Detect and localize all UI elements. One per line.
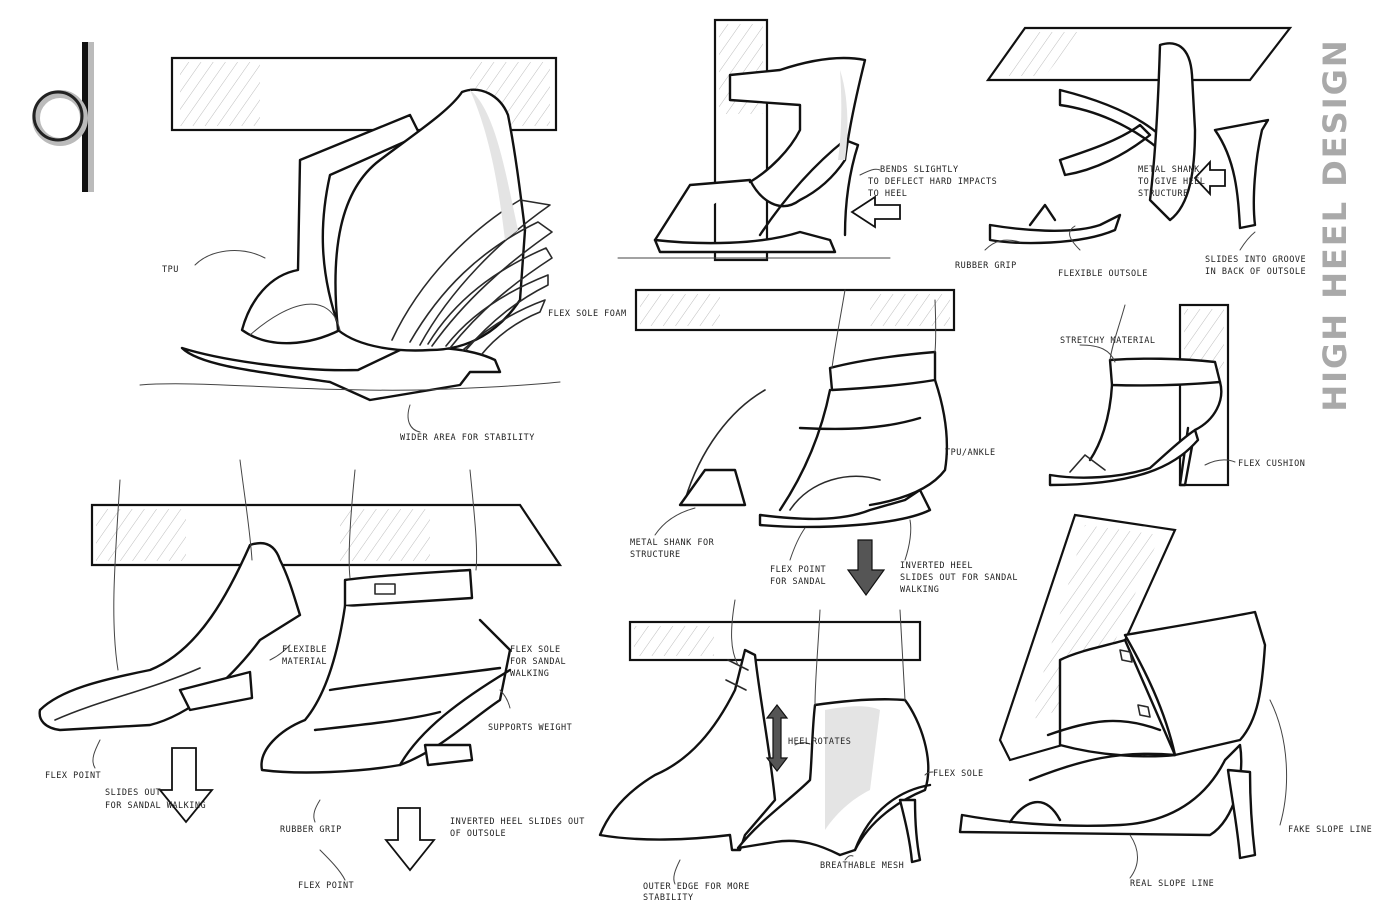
annotation-supports-weight: SUPPORTS WEIGHT [488,723,572,733]
wedge-sketch: TPU FLEX SOLE FOAM WIDER AREA FOR STABIL… [139,56,627,443]
annotation-flexible-material: FLEXIBLE [282,645,327,655]
annotation-rubber-grip-pump: RUBBER GRIP [280,825,342,835]
annotation-flex-cushion: FLEX CUSHION [1238,459,1305,469]
annotation-flex-sole-walking-3: WALKING [510,669,549,679]
annotation-metal-shank-2: TO GIVE HEEL [1138,177,1205,187]
annotation-tpu-ankle: TPU/ANKLE [945,448,996,458]
annotation-flex-point-2: FLEX POINT [298,881,354,891]
annotation-heel-rotates: HEEL [788,737,810,747]
annotation-metal-shank-3: STRUCTURE [1138,189,1189,199]
annotation-slides-out: SLIDES OUT [105,788,161,798]
strappy-sketch: METAL SHANK TO GIVE HEEL STRUCTURE RUBBE… [955,26,1306,279]
center-sandal-sketch: TPU/ANKLE METAL SHANK FOR STRUCTURE FLEX… [630,288,1018,597]
annotation-wider-area: WIDER AREA FOR STABILITY [400,433,535,443]
annotation-bends-3: TO HEEL [868,189,907,199]
annotation-fake-slope-line: FAKE SLOPE LINE [1288,825,1372,835]
big-sandal-sketch: FAKE SLOPE LINE REAL SLOPE LINE [958,513,1372,889]
annotation-rubber-grip: RUBBER GRIP [955,261,1017,271]
annotation-stretchy-material: STRETCHY MATERIAL [1060,336,1156,346]
annotation-breathable-mesh: BREATHABLE MESH [820,861,904,871]
annotation-flex-sole-walking-2: FOR SANDAL [510,657,566,667]
annotation-flex-sole-foam: FLEX SOLE FOAM [548,309,627,319]
pump-pair-backdrop-bar [90,503,563,567]
annotation-flexible-outsole: FLEXIBLE OUTSOLE [1058,269,1148,279]
annotation-metal-shank-center: METAL SHANK FOR [630,538,715,548]
annotation-inverted-heel: INVERTED HEEL SLIDES OUT [450,817,585,827]
annotation-slides-groove: SLIDES INTO GROOVE [1205,255,1306,265]
annotation-slides-groove-2: IN BACK OF OUTSOLE [1205,267,1306,277]
q-monogram-logo [28,38,108,198]
annotation-outer-edge: OUTER EDGE FOR MORE [643,882,750,892]
annotation-outer-edge-2: STABILITY [643,893,694,903]
annotation-inverted-heel-2: OF OUTSOLE [450,829,506,839]
annotation-flex-point: FLEX POINT [45,771,101,781]
ankle-boot-sketch: BENDS SLIGHTLY TO DEFLECT HARD IMPACTS T… [617,18,997,262]
annotation-tpu: TPU [162,265,179,275]
annotation-flex-sole-walking: FLEX SOLE [510,645,561,655]
annotation-inverted-heel-center: INVERTED HEEL [900,561,973,571]
annotation-slides-out-2: FOR SANDAL WALKING [105,801,206,811]
annotation-flex-sole: FLEX SOLE [933,769,984,779]
annotation-inverted-heel-center-2: SLIDES OUT FOR SANDAL [900,573,1018,583]
leg-outlines [113,289,1126,706]
annotation-flex-point-center: FLEX POINT [770,565,826,575]
pump-pair-sketch: FLEXIBLE MATERIAL FLEX SOLE FOR SANDAL W… [38,503,585,891]
annotation-bends-1: BENDS SLIGHTLY [880,165,959,175]
center-bottom-sketch: HEEL ROTATES FLEX SOLE BREATHABLE MESH O… [598,620,984,903]
annotation-inverted-heel-center-3: WALKING [900,585,939,595]
annotation-real-slope-line: REAL SLOPE LINE [1130,879,1214,889]
annotation-heel-rotates-2: ROTATES [812,737,851,747]
annotation-flexible-material-2: MATERIAL [282,657,327,667]
annotation-metal-shank-center-2: STRUCTURE [630,550,681,560]
annotation-bends-2: TO DEFLECT HARD IMPACTS [868,177,997,187]
annotation-flex-point-center-2: FOR SANDAL [770,577,826,587]
annotation-metal-shank: METAL SHANK [1138,165,1200,175]
small-sandal-sketch: STRETCHY MATERIAL FLEX CUSHION [1048,303,1305,487]
